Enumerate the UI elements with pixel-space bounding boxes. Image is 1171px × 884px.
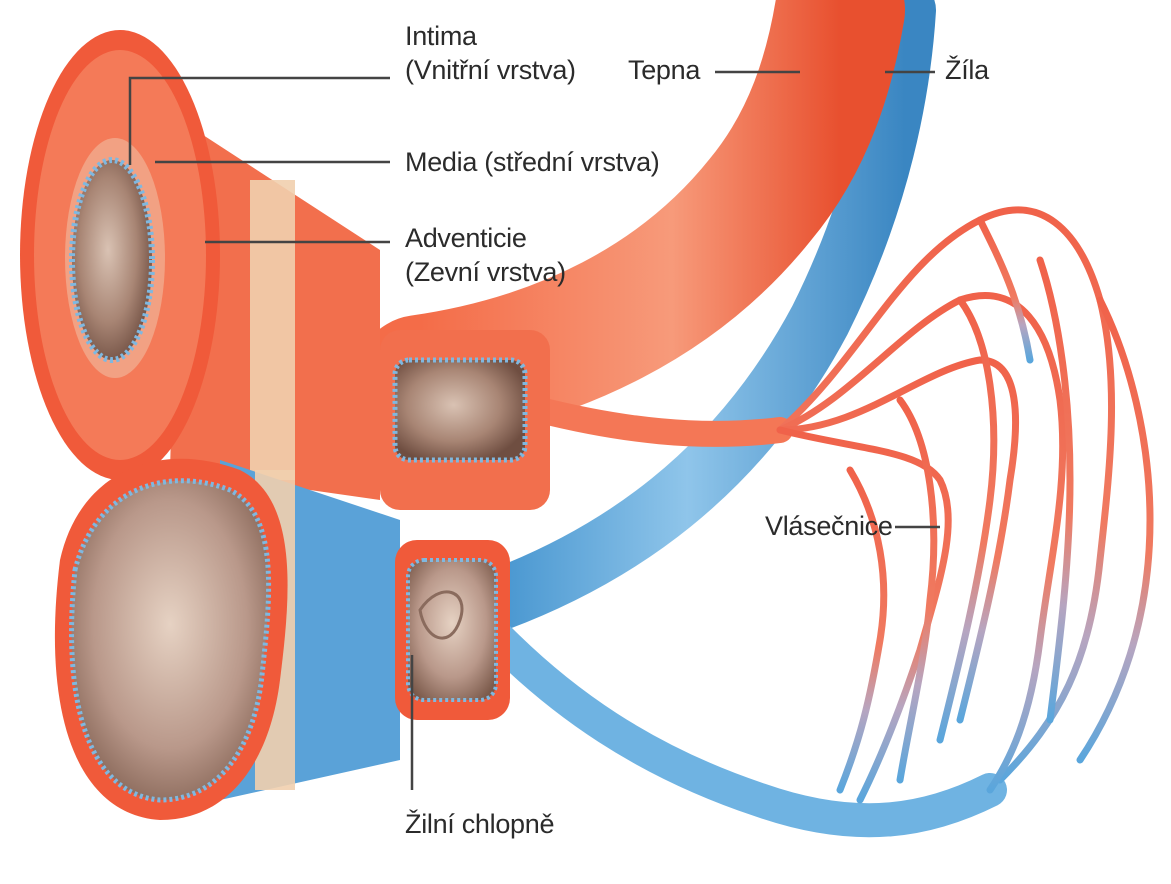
label-intima-name: Intima [405, 20, 576, 54]
label-tepna: Tepna [628, 54, 700, 88]
label-adventicie-name: Adventicie [405, 222, 566, 256]
vein-cross-section [55, 459, 510, 820]
label-intima-translation: (Vnitřní vrstva) [405, 54, 576, 88]
label-zilni-chlopne: Žilní chlopně [405, 808, 554, 842]
label-adventicie-translation: (Zevní vrstva) [405, 256, 566, 290]
label-intima: Intima (Vnitřní vrstva) [405, 20, 576, 88]
label-vlasecnice: Vlásečnice [765, 510, 893, 544]
label-zila: Žíla [945, 54, 989, 88]
label-media: Media (střední vrstva) [405, 146, 659, 180]
label-adventicie: Adventicie (Zevní vrstva) [405, 222, 566, 290]
